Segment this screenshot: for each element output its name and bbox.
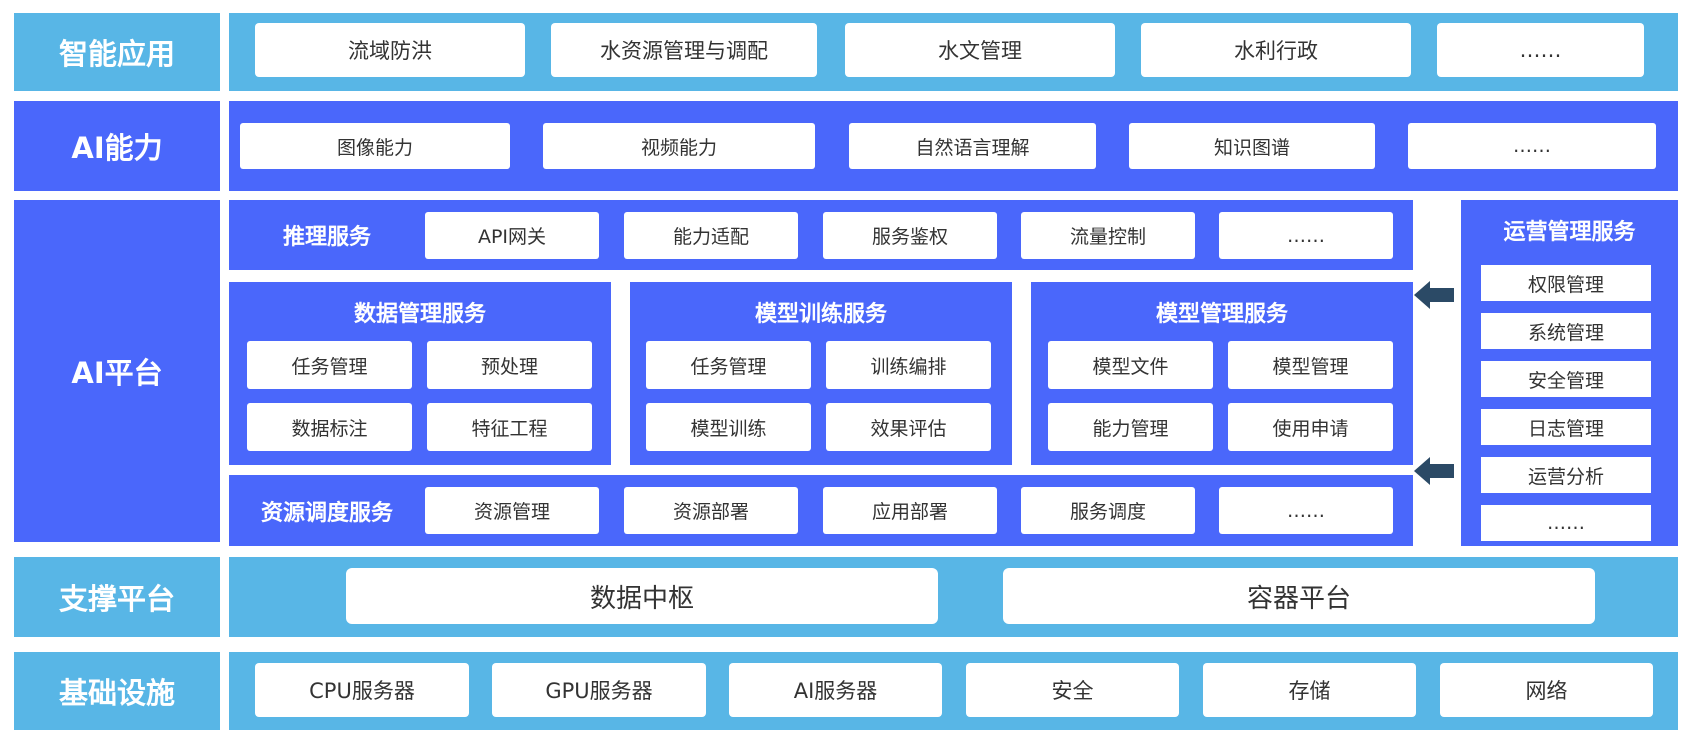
model-training-title: 模型训练服务 bbox=[754, 302, 887, 327]
layer-label-support: 支撑平台 bbox=[14, 557, 220, 637]
ops-item-1[interactable]: 权限管理 bbox=[1481, 265, 1651, 301]
model-management-title: 模型管理服务 bbox=[1155, 302, 1288, 327]
resource-item-4[interactable]: 服务调度 bbox=[1021, 487, 1195, 534]
infra-item-ai-server[interactable]: AI服务器 bbox=[729, 663, 942, 717]
data-mgmt-item-1[interactable]: 任务管理 bbox=[247, 341, 412, 389]
model-train-item-4[interactable]: 效果评估 bbox=[826, 403, 991, 451]
operations-management-title: 运营管理服务 bbox=[1503, 220, 1636, 245]
model-mgmt-item-1[interactable]: 模型文件 bbox=[1048, 341, 1213, 389]
model-mgmt-item-2[interactable]: 模型管理 bbox=[1228, 341, 1393, 389]
ops-item-3[interactable]: 安全管理 bbox=[1481, 361, 1651, 397]
resource-scheduling-title: 资源调度服务 bbox=[260, 500, 393, 526]
capability-item-more[interactable]: …… bbox=[1408, 123, 1656, 169]
app-item-4[interactable]: 水利行政 bbox=[1141, 23, 1411, 77]
capability-item-3[interactable]: 自然语言理解 bbox=[849, 123, 1096, 169]
model-train-item-1[interactable]: 任务管理 bbox=[646, 341, 811, 389]
capability-item-2[interactable]: 视频能力 bbox=[543, 123, 815, 169]
layer-label-ai-capability: AI能力 bbox=[14, 101, 220, 191]
arrow-left-icon bbox=[1414, 281, 1454, 309]
layer-infra-panel bbox=[229, 652, 1678, 730]
app-item-3[interactable]: 水文管理 bbox=[845, 23, 1115, 77]
data-mgmt-item-2[interactable]: 预处理 bbox=[427, 341, 592, 389]
ops-item-more[interactable]: …… bbox=[1481, 505, 1651, 541]
resource-item-2[interactable]: 资源部署 bbox=[624, 487, 798, 534]
resource-item-more[interactable]: …… bbox=[1219, 487, 1393, 534]
infra-item-gpu[interactable]: GPU服务器 bbox=[492, 663, 706, 717]
inference-item-2[interactable]: 能力适配 bbox=[624, 212, 798, 259]
inference-service-title: 推理服务 bbox=[282, 225, 371, 250]
app-item-2[interactable]: 水资源管理与调配 bbox=[551, 23, 817, 77]
inference-item-more[interactable]: …… bbox=[1219, 212, 1393, 259]
infra-item-security[interactable]: 安全 bbox=[966, 663, 1179, 717]
infra-item-storage[interactable]: 存储 bbox=[1203, 663, 1416, 717]
ops-item-4[interactable]: 日志管理 bbox=[1481, 409, 1651, 445]
data-mgmt-item-3[interactable]: 数据标注 bbox=[247, 403, 412, 451]
arrow-left-icon bbox=[1414, 457, 1454, 485]
layer-label-infra: 基础设施 bbox=[14, 652, 220, 730]
model-train-item-3[interactable]: 模型训练 bbox=[646, 403, 811, 451]
model-mgmt-item-4[interactable]: 使用申请 bbox=[1228, 403, 1393, 451]
infra-item-cpu[interactable]: CPU服务器 bbox=[255, 663, 469, 717]
layer-label-ai-platform: AI平台 bbox=[14, 200, 220, 542]
support-item-container[interactable]: 容器平台 bbox=[1003, 568, 1595, 624]
capability-item-1[interactable]: 图像能力 bbox=[240, 123, 510, 169]
data-management-title: 数据管理服务 bbox=[353, 302, 486, 327]
capability-item-4[interactable]: 知识图谱 bbox=[1129, 123, 1375, 169]
ops-item-5[interactable]: 运营分析 bbox=[1481, 457, 1651, 493]
app-item-more[interactable]: …… bbox=[1437, 23, 1644, 77]
app-item-1[interactable]: 流域防洪 bbox=[255, 23, 525, 77]
support-item-data-hub[interactable]: 数据中枢 bbox=[346, 568, 938, 624]
inference-item-3[interactable]: 服务鉴权 bbox=[823, 212, 997, 259]
ops-item-2[interactable]: 系统管理 bbox=[1481, 313, 1651, 349]
resource-item-1[interactable]: 资源管理 bbox=[425, 487, 599, 534]
inference-item-4[interactable]: 流量控制 bbox=[1021, 212, 1195, 259]
resource-item-3[interactable]: 应用部署 bbox=[823, 487, 997, 534]
data-mgmt-item-4[interactable]: 特征工程 bbox=[427, 403, 592, 451]
model-mgmt-item-3[interactable]: 能力管理 bbox=[1048, 403, 1213, 451]
inference-item-1[interactable]: API网关 bbox=[425, 212, 599, 259]
model-train-item-2[interactable]: 训练编排 bbox=[826, 341, 991, 389]
infra-item-network[interactable]: 网络 bbox=[1440, 663, 1653, 717]
layer-label-app: 智能应用 bbox=[14, 13, 220, 91]
